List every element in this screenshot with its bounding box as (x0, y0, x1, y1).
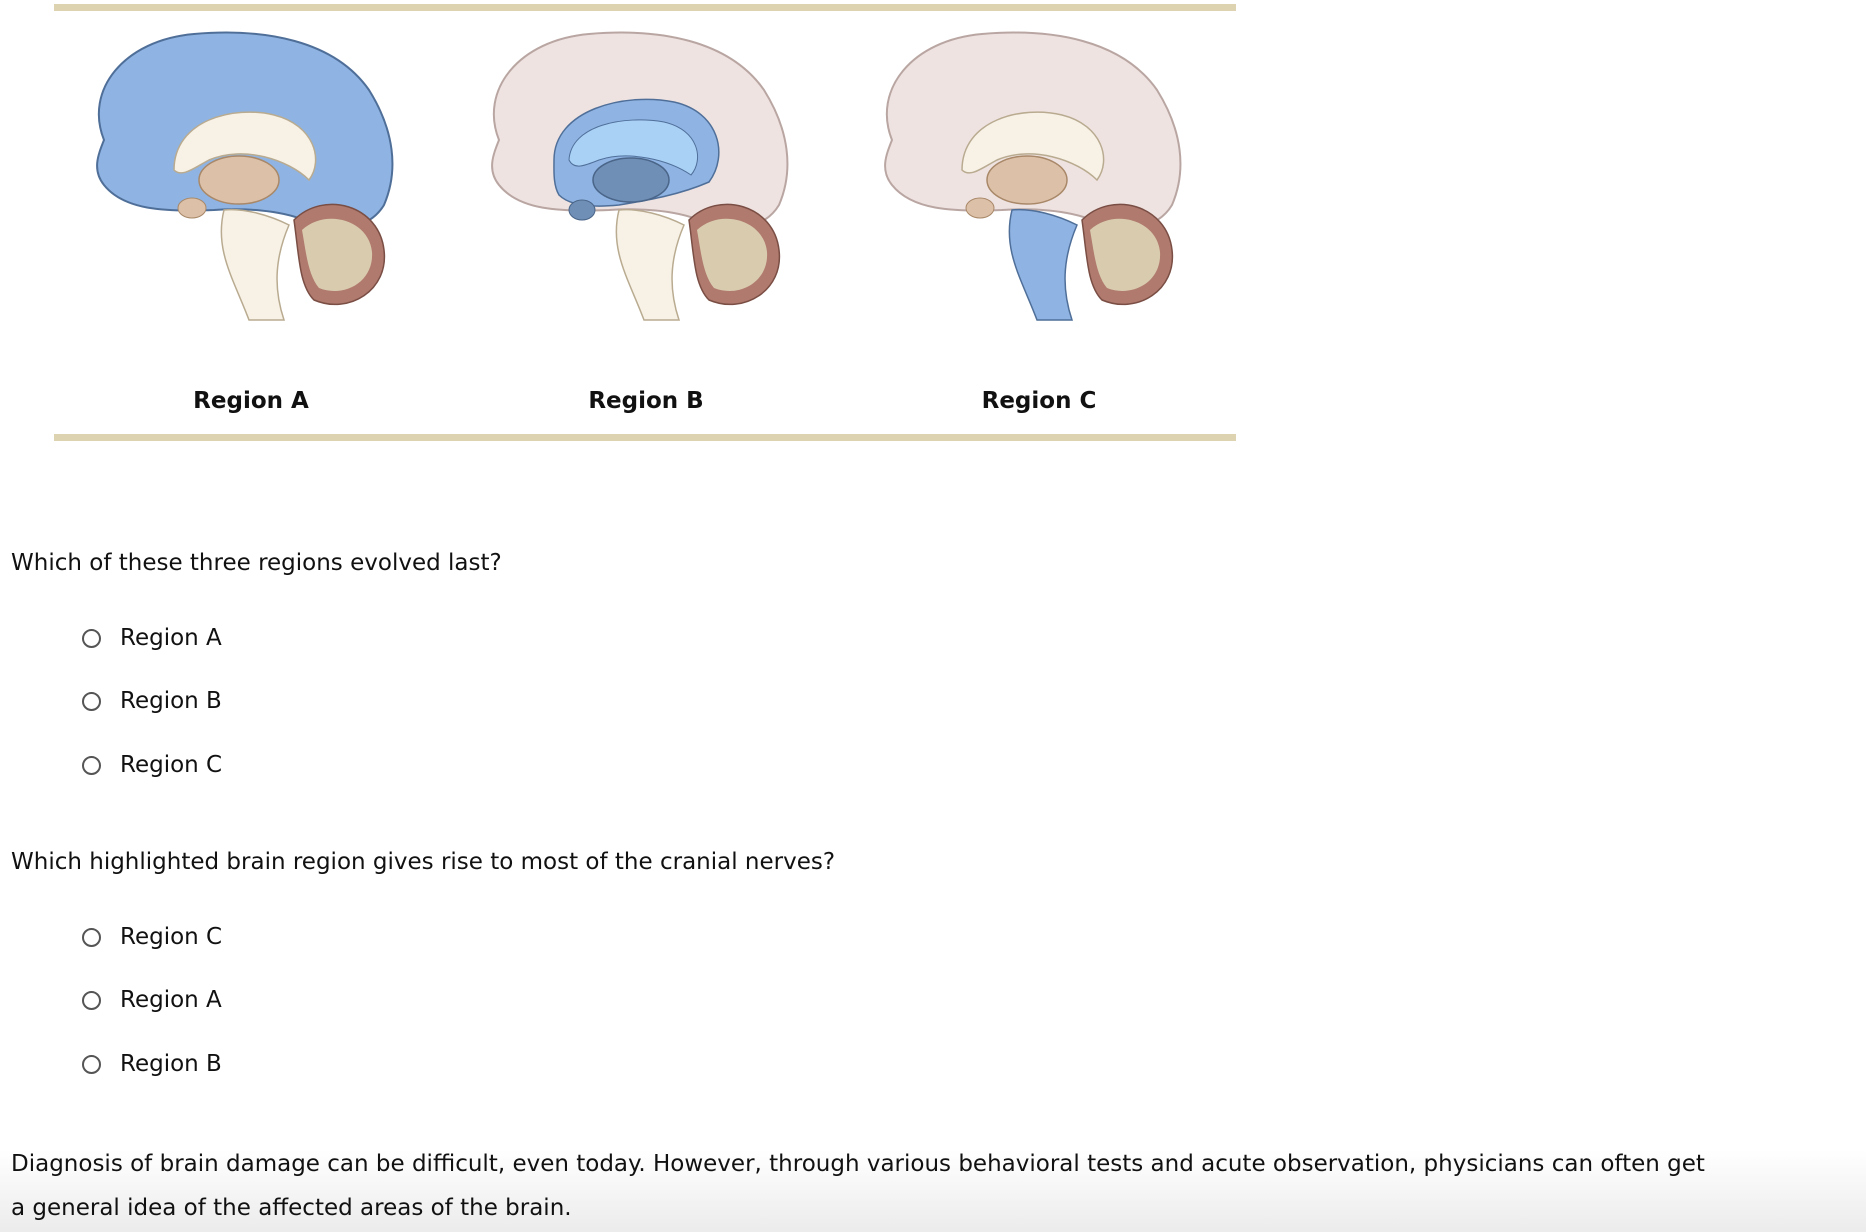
option-label: Region C (120, 924, 223, 950)
radio-button[interactable] (82, 755, 101, 775)
q1-option-region-c[interactable]: Region C (82, 750, 222, 780)
q2-option-region-b[interactable]: Region B (82, 1049, 222, 1079)
option-label: Region A (120, 625, 222, 651)
diagnosis-paragraph: Diagnosis of brain damage can be difficu… (11, 1151, 1705, 1221)
radio-button[interactable] (82, 927, 101, 947)
option-label: Region B (120, 688, 222, 714)
region-b-label: Region B (588, 388, 704, 414)
question-1-text: Which of these three regions evolved las… (11, 550, 502, 576)
q1-option-region-b[interactable]: Region B (82, 686, 222, 716)
radio-button[interactable] (82, 990, 101, 1010)
region-a-label: Region A (193, 388, 309, 414)
q2-option-region-c[interactable]: Region C (82, 922, 222, 952)
figure-bottom-rule (54, 434, 1236, 441)
question-2-text: Which highlighted brain region gives ris… (11, 849, 836, 875)
q2-option-region-a[interactable]: Region A (82, 985, 222, 1015)
brain-regions-figure: Region A Region B Region C (54, 0, 1236, 446)
option-label: Region A (120, 987, 222, 1013)
figure-top-rule (54, 4, 1236, 11)
option-label: Region B (120, 1051, 222, 1077)
option-label: Region C (120, 752, 223, 778)
brain-illustration-region-c (852, 20, 1222, 360)
brain-illustration-region-b (459, 20, 829, 360)
brain-illustration-region-a (64, 20, 434, 360)
radio-button[interactable] (82, 1054, 101, 1074)
region-c-label: Region C (981, 388, 1097, 414)
radio-button[interactable] (82, 628, 101, 648)
radio-button[interactable] (82, 691, 101, 711)
q1-option-region-a[interactable]: Region A (82, 623, 222, 653)
